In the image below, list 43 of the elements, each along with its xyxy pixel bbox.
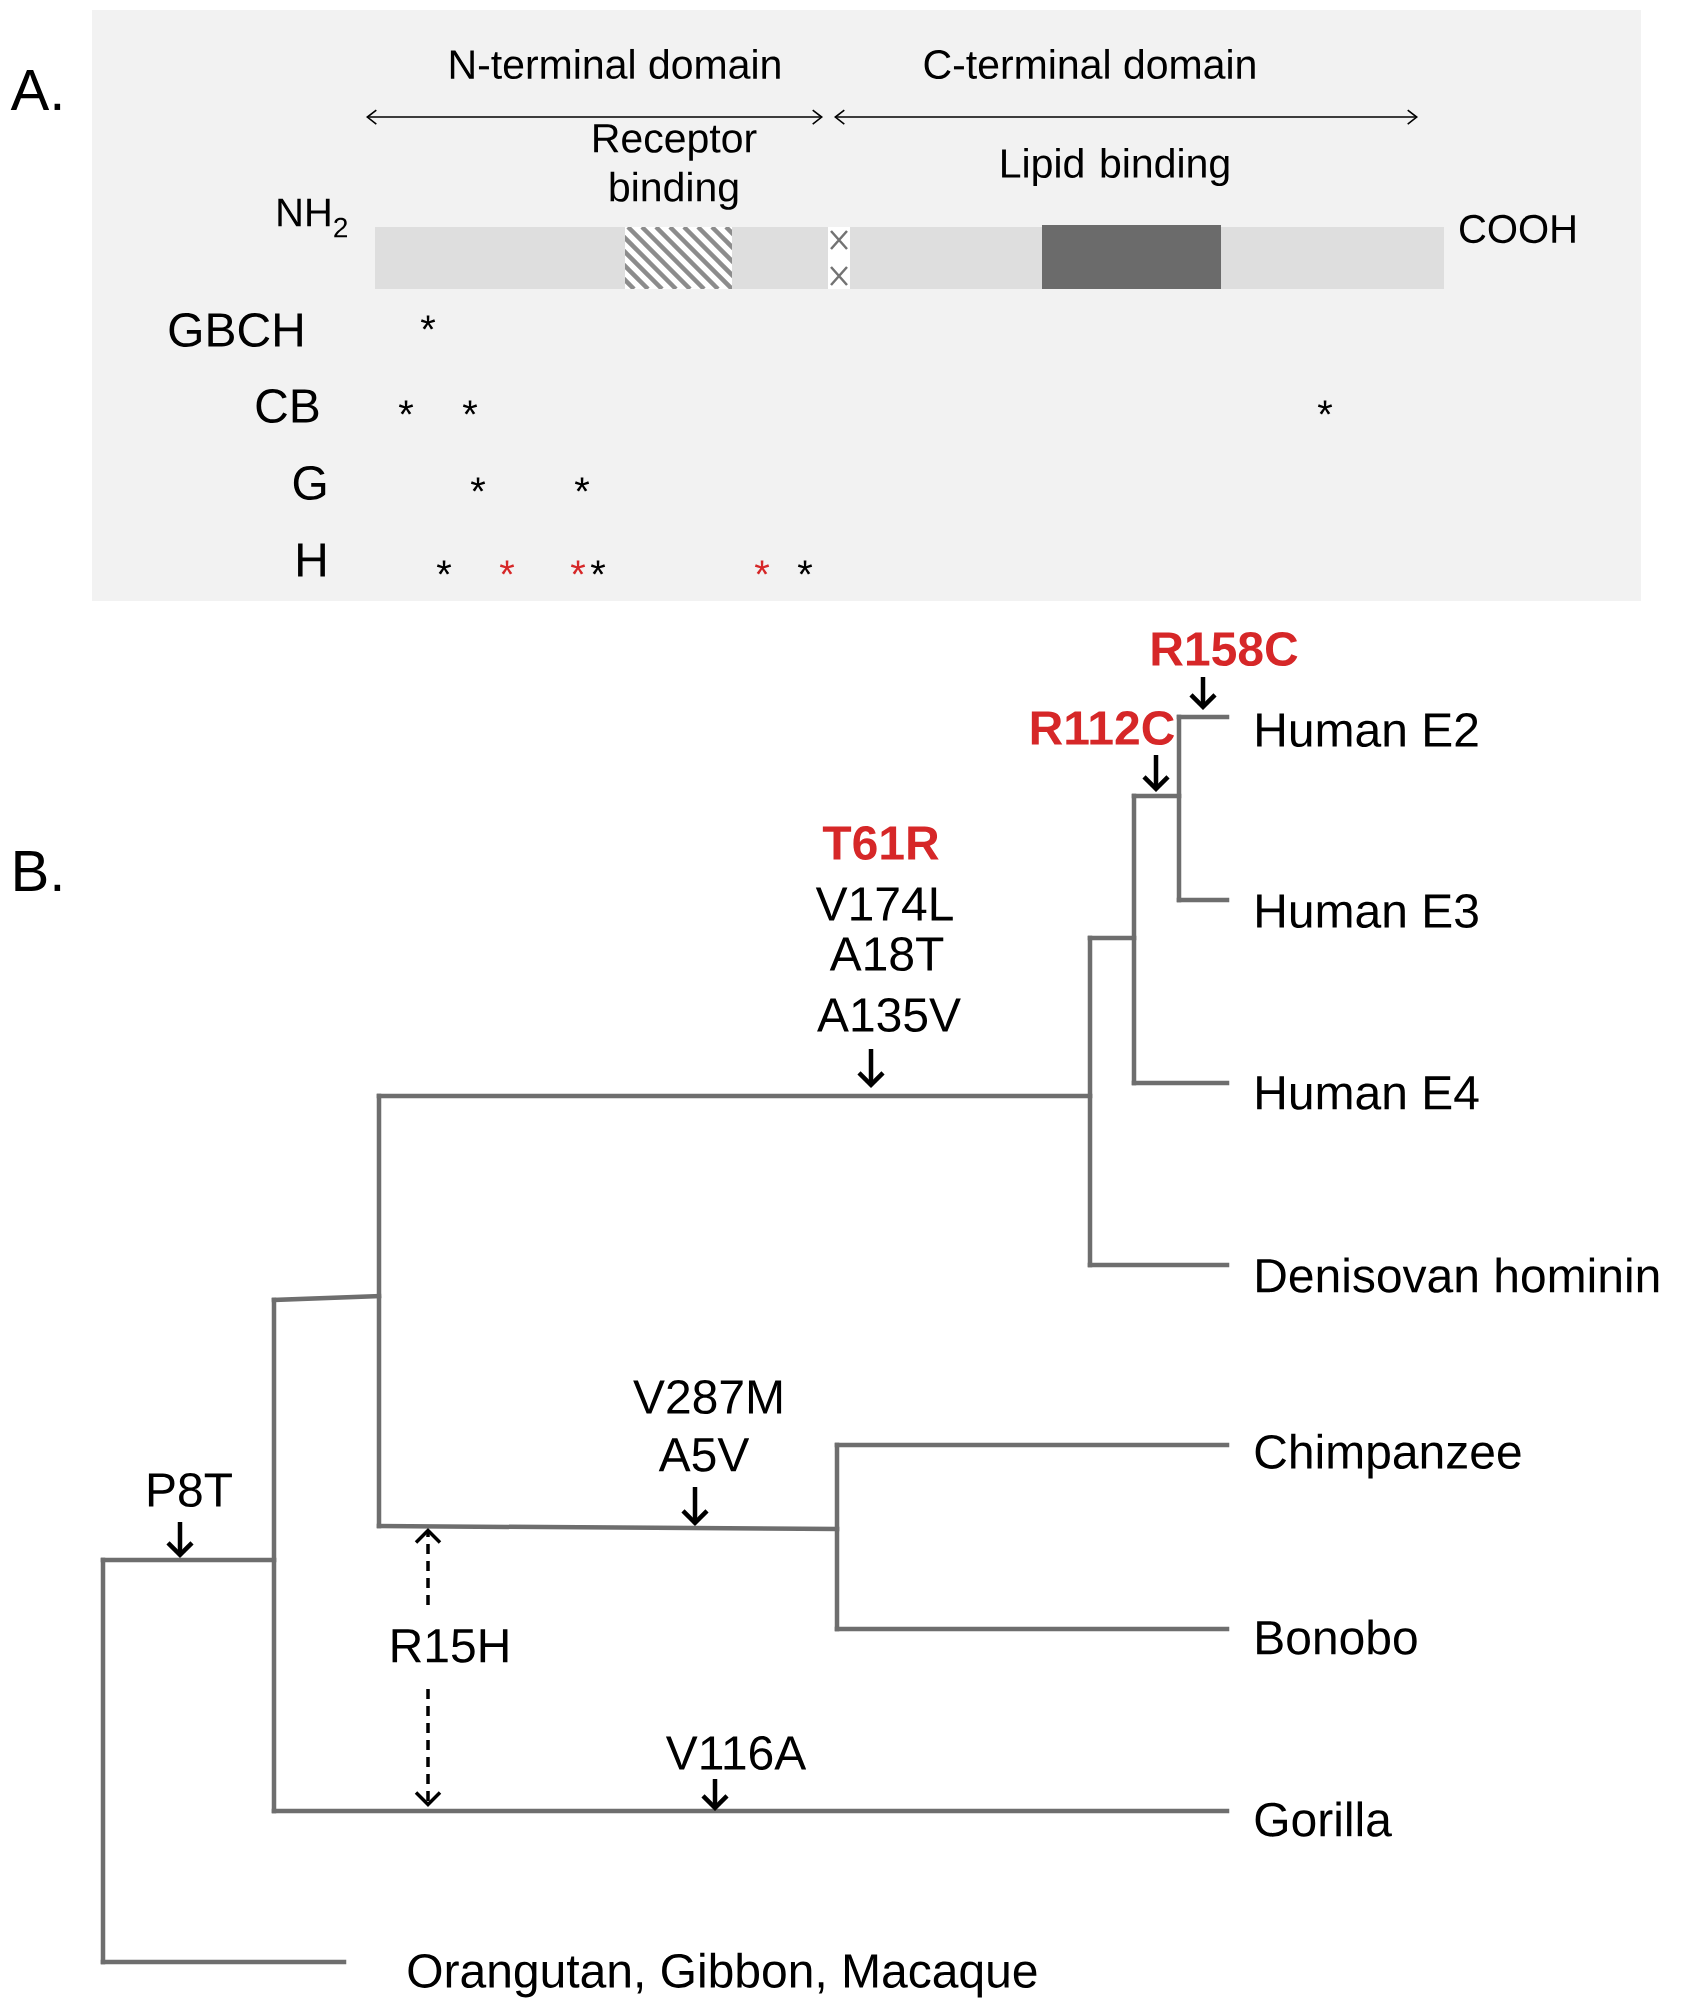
asterisk-mark: * bbox=[797, 560, 813, 575]
species-label: Orangutan, Gibbon, Macaque bbox=[408, 1952, 1037, 1998]
asterisk-mark: * bbox=[398, 400, 414, 415]
terminus-label: NH$_{2}$ bbox=[278, 198, 347, 238]
asterisk-mark: * bbox=[754, 560, 770, 575]
mutation-label: R15H bbox=[392, 1629, 508, 1663]
asterisk-mark: * bbox=[470, 477, 486, 492]
mutation-label: R112C bbox=[1031, 711, 1175, 745]
asterisk-mark: * bbox=[1317, 400, 1333, 415]
species-label: Chimpanzee bbox=[1255, 1433, 1521, 1479]
species-label: Human E3 bbox=[1257, 894, 1478, 928]
asterisk-mark: * bbox=[436, 560, 452, 575]
mutation-label: P8T bbox=[148, 1473, 232, 1507]
mutation-label: V116A bbox=[665, 1736, 807, 1770]
asterisk-mark: * bbox=[570, 560, 586, 575]
species-label: Bonobo bbox=[1257, 1619, 1417, 1655]
region-label: Lipid binding bbox=[1002, 147, 1229, 187]
domain-label: C-terminal domain bbox=[924, 48, 1255, 80]
mutation-label: T61R bbox=[822, 826, 939, 860]
group-label: GBCH bbox=[169, 313, 302, 347]
asterisk-mark: * bbox=[574, 477, 590, 492]
group-label: CB bbox=[256, 389, 319, 423]
asterisk-mark: * bbox=[462, 400, 478, 415]
panel-label: B. bbox=[15, 851, 61, 891]
group-label: H bbox=[298, 543, 325, 577]
species-label: Human E4 bbox=[1257, 1076, 1479, 1110]
asterisk-mark: * bbox=[590, 560, 606, 575]
species-label: Human E2 bbox=[1257, 713, 1478, 747]
mutation-label: A18T bbox=[829, 937, 944, 971]
panel-label: A. bbox=[10, 70, 61, 110]
group-label: G bbox=[293, 466, 326, 500]
mutation-label: V174L bbox=[815, 887, 953, 921]
mutation-label: V287M bbox=[633, 1380, 782, 1414]
species-label: Gorilla bbox=[1255, 1801, 1392, 1837]
asterisk-mark: * bbox=[420, 315, 436, 330]
terminus-label: COOH bbox=[1460, 214, 1575, 244]
mutation-label: A135V bbox=[817, 998, 961, 1032]
species-label: Denisovan hominin bbox=[1257, 1257, 1659, 1293]
asterisk-mark: * bbox=[499, 560, 515, 575]
domain-label: N-terminal domain bbox=[450, 48, 780, 80]
region-label: Receptor binding bbox=[594, 124, 757, 210]
mutation-label: R158C bbox=[1152, 632, 1298, 666]
mutation-label: A5V bbox=[658, 1438, 750, 1472]
